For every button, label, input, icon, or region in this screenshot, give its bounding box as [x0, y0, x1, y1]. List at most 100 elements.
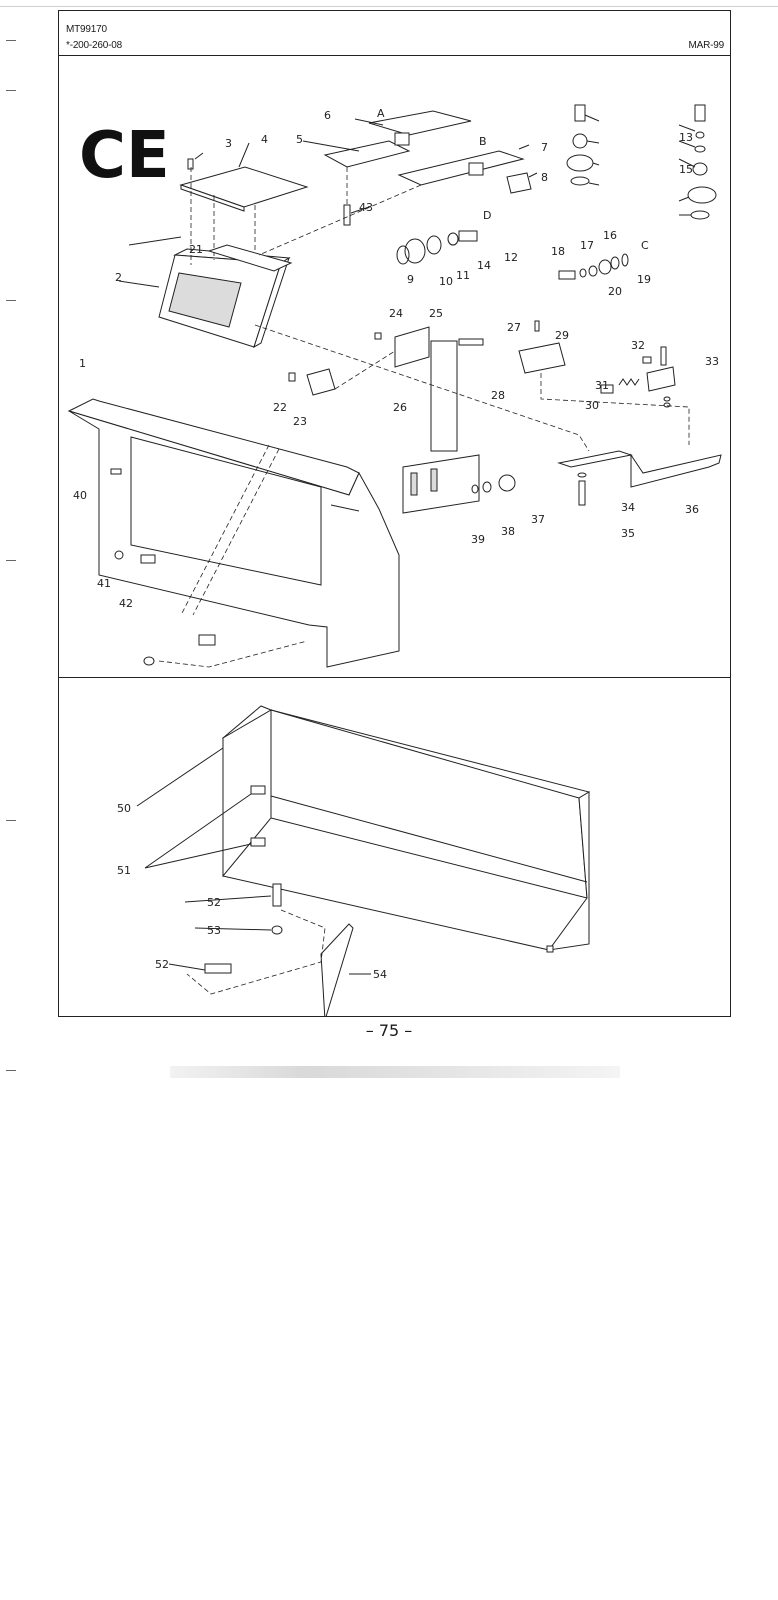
callout-17: 17 [580, 239, 594, 252]
callout-51: 51 [117, 864, 131, 877]
guard-window [168, 272, 242, 328]
part-8-block [506, 172, 532, 194]
view-label-d: D [483, 209, 491, 222]
part-5-bar [323, 140, 411, 168]
scan-top-edge [0, 0, 778, 7]
part-24-screw [374, 332, 382, 340]
part-9-ring-a [570, 176, 590, 186]
callout-13: 13 [679, 131, 693, 144]
callout-32: 32 [631, 339, 645, 352]
callout-6: 6 [324, 109, 331, 122]
callout-33: 33 [705, 355, 719, 368]
part-9-ring [396, 245, 410, 265]
callout-38: 38 [501, 525, 515, 538]
callout-2: 2 [115, 271, 122, 284]
part-41-washer [114, 550, 124, 560]
callout-24: 24 [389, 307, 403, 320]
part-17-nut-c [588, 265, 598, 277]
scan-artifact-band [170, 1066, 620, 1078]
callout-35: 35 [621, 527, 635, 540]
margin-mark [6, 1070, 16, 1071]
callout-50: 50 [117, 802, 131, 815]
part-23-block [306, 368, 336, 396]
callout-1: 1 [79, 357, 86, 370]
part-51-screw-a [250, 785, 266, 795]
part-43-bolt [343, 204, 351, 226]
callout-21: 21 [189, 243, 203, 256]
callout-10: 10 [439, 275, 453, 288]
callout-16: 16 [603, 229, 617, 242]
part-18-screw-e [642, 356, 652, 364]
part-43-bolt-b [198, 634, 216, 646]
part-39-nut [471, 484, 479, 494]
callout-30: 30 [585, 399, 599, 412]
part-14-washer [447, 232, 459, 246]
callout-37: 37 [531, 513, 545, 526]
callout-52-a: 52 [207, 896, 221, 909]
callout-8: 8 [541, 171, 548, 184]
callout-12: 12 [504, 251, 518, 264]
part-12-screw-b [694, 104, 706, 122]
callout-23: 23 [293, 415, 307, 428]
part-d-bar [397, 150, 525, 186]
part-34-washer [577, 472, 587, 478]
section-divider [59, 677, 730, 678]
callout-36: 36 [685, 503, 699, 516]
part-10-bearing [404, 238, 426, 264]
part-11-bushing [426, 235, 442, 255]
part-12-screw-a [574, 104, 586, 122]
callout-39: 39 [471, 533, 485, 546]
part-20-bearing-c [598, 259, 612, 275]
lower-diagram-svg: 50 51 52 53 52 54 [117, 705, 591, 1016]
callout-26: 26 [393, 401, 407, 414]
part-30-plug [600, 384, 614, 394]
callout-52-b: 52 [155, 958, 169, 971]
part-37-knob [498, 474, 516, 492]
callout-7: 7 [541, 141, 548, 154]
drawing-frame: MT99170 *-200-260-08 MAR-99 CE [58, 10, 731, 1017]
part-21-washer-e [663, 396, 671, 402]
part-27-clamp [518, 342, 566, 374]
callout-3: 3 [225, 137, 232, 150]
part-12-screw [458, 230, 478, 242]
view-label-a: A [377, 107, 385, 120]
part-26-base [402, 454, 480, 514]
view-label-b: B [479, 135, 487, 148]
part-41-washer-b [143, 656, 155, 666]
callout-40: 40 [73, 489, 87, 502]
callout-19: 19 [637, 273, 651, 286]
revision-date: MAR-99 [688, 40, 725, 51]
callout-5: 5 [296, 133, 303, 146]
margin-mark [6, 40, 16, 41]
part-6-bar [368, 110, 472, 136]
part-1-base [68, 410, 400, 668]
part-54-bracket [320, 923, 354, 1016]
callout-29: 29 [555, 329, 569, 342]
part-18-screw-c [558, 270, 576, 280]
callout-14: 14 [477, 259, 491, 272]
callout-28: 28 [491, 389, 505, 402]
part-10-bearing-b [687, 186, 717, 204]
margin-mark [6, 90, 16, 91]
part-3-screw [187, 158, 194, 170]
upper-exploded-view: CE [59, 55, 730, 677]
page-number: – 75 – [365, 1021, 413, 1040]
callout-54: 54 [373, 968, 387, 981]
part-11-bushing-a [572, 133, 588, 149]
callout-4: 4 [261, 133, 268, 146]
view-label-c: C [641, 239, 649, 252]
margin-mark [6, 560, 16, 561]
part-40-screw [110, 468, 122, 475]
part-4-cover-plate [179, 166, 309, 208]
callout-20: 20 [608, 285, 622, 298]
part-52-bolt-a [272, 883, 282, 907]
part-14-washer-b [694, 145, 706, 153]
callout-11: 11 [456, 269, 470, 282]
part-53-nut [271, 925, 283, 935]
part-26-post [430, 340, 458, 452]
part-25-plate [394, 326, 430, 368]
callout-31: 31 [595, 379, 609, 392]
part-9-ring-b [690, 210, 710, 220]
drawing-number: *-200-260-08 [66, 40, 122, 51]
part-36-bracket [557, 450, 633, 468]
